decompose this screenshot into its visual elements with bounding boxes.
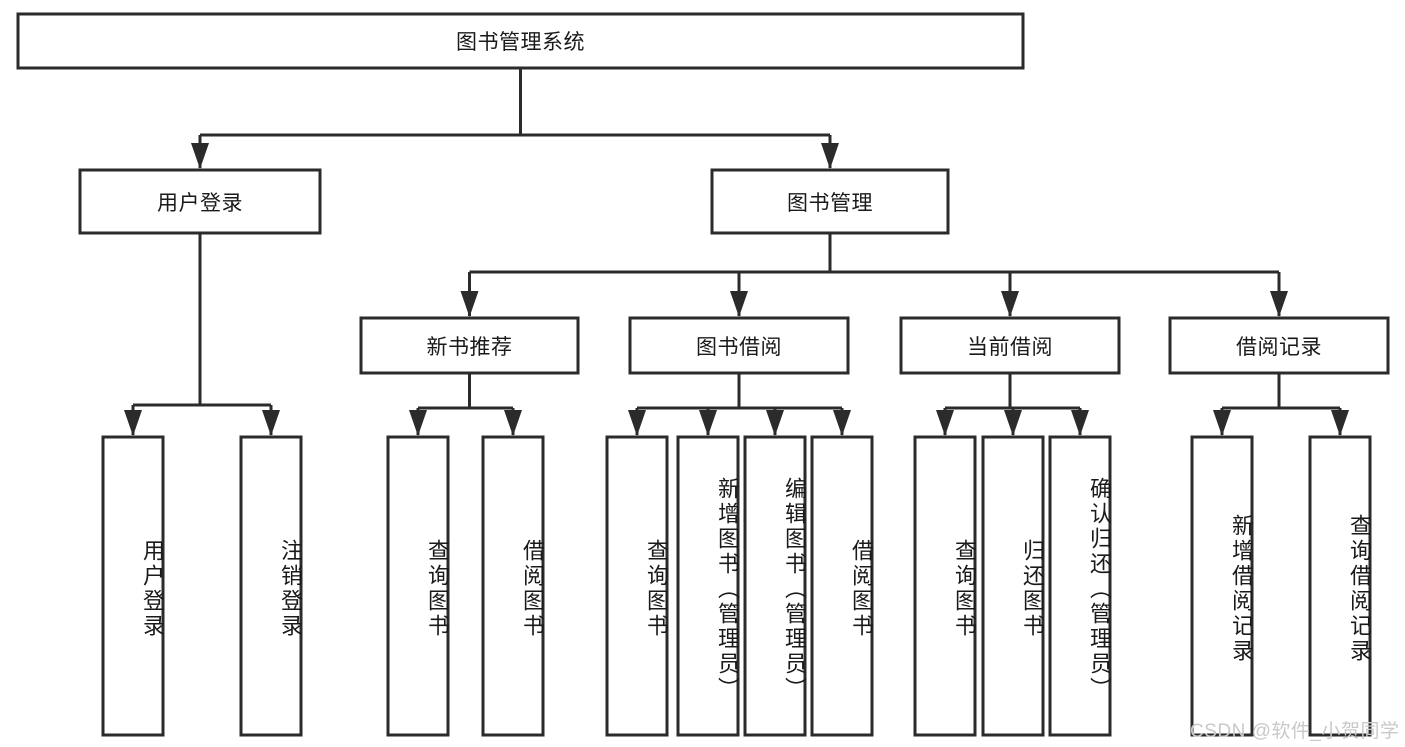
node-box-new-book-rec[interactable]	[359, 316, 580, 375]
node-box-leaf-query-book-3[interactable]	[913, 435, 977, 737]
arrow-head-icon	[936, 410, 954, 436]
arrow-head-icon	[409, 410, 427, 436]
arrow-head-icon	[766, 410, 784, 436]
node-box-leaf-add-book[interactable]	[676, 435, 740, 737]
node-box-book-manage[interactable]	[710, 168, 950, 235]
arrow-head-icon	[1213, 410, 1231, 436]
node-box-book-borrow[interactable]	[628, 316, 850, 375]
node-box-leaf-edit-book[interactable]	[743, 435, 807, 737]
node-box-user-login[interactable]	[78, 168, 322, 235]
node-box-root[interactable]	[16, 12, 1025, 70]
arrow-head-icon	[1071, 410, 1089, 436]
node-box-leaf-user-logout[interactable]	[239, 435, 303, 737]
arrow-head-icon	[699, 410, 717, 436]
connectors-layer	[124, 68, 1349, 436]
arrow-head-icon	[262, 410, 280, 436]
node-box-leaf-query-record[interactable]	[1308, 435, 1372, 737]
arrow-head-icon	[460, 291, 479, 317]
node-box-leaf-query-book-2[interactable]	[605, 435, 669, 737]
arrow-head-icon	[1331, 410, 1349, 436]
arrow-head-icon	[730, 291, 748, 317]
arrow-head-icon	[1001, 291, 1019, 317]
node-box-leaf-borrow-book-2[interactable]	[810, 435, 874, 737]
boxes-layer	[16, 12, 1390, 737]
node-box-borrow-record[interactable]	[1168, 316, 1390, 375]
node-box-leaf-borrow-book-1[interactable]	[481, 435, 545, 737]
node-box-leaf-query-book-1[interactable]	[386, 435, 450, 737]
node-box-leaf-return-book[interactable]	[981, 435, 1045, 737]
arrow-head-icon	[833, 410, 851, 436]
watermark: CSDN @软件_小贺同学	[1190, 721, 1400, 742]
arrow-head-icon	[1270, 291, 1288, 317]
node-box-leaf-confirm-return[interactable]	[1048, 435, 1112, 737]
arrow-head-icon	[504, 410, 522, 436]
node-box-leaf-user-login[interactable]	[101, 435, 165, 737]
arrow-head-icon	[1004, 410, 1022, 436]
arrow-head-icon	[124, 410, 142, 436]
node-box-leaf-add-record[interactable]	[1190, 435, 1254, 737]
node-box-current-borrow[interactable]	[899, 316, 1121, 375]
arrow-head-icon	[191, 143, 209, 169]
arrow-head-icon	[628, 410, 646, 436]
arrow-head-icon	[821, 143, 839, 169]
